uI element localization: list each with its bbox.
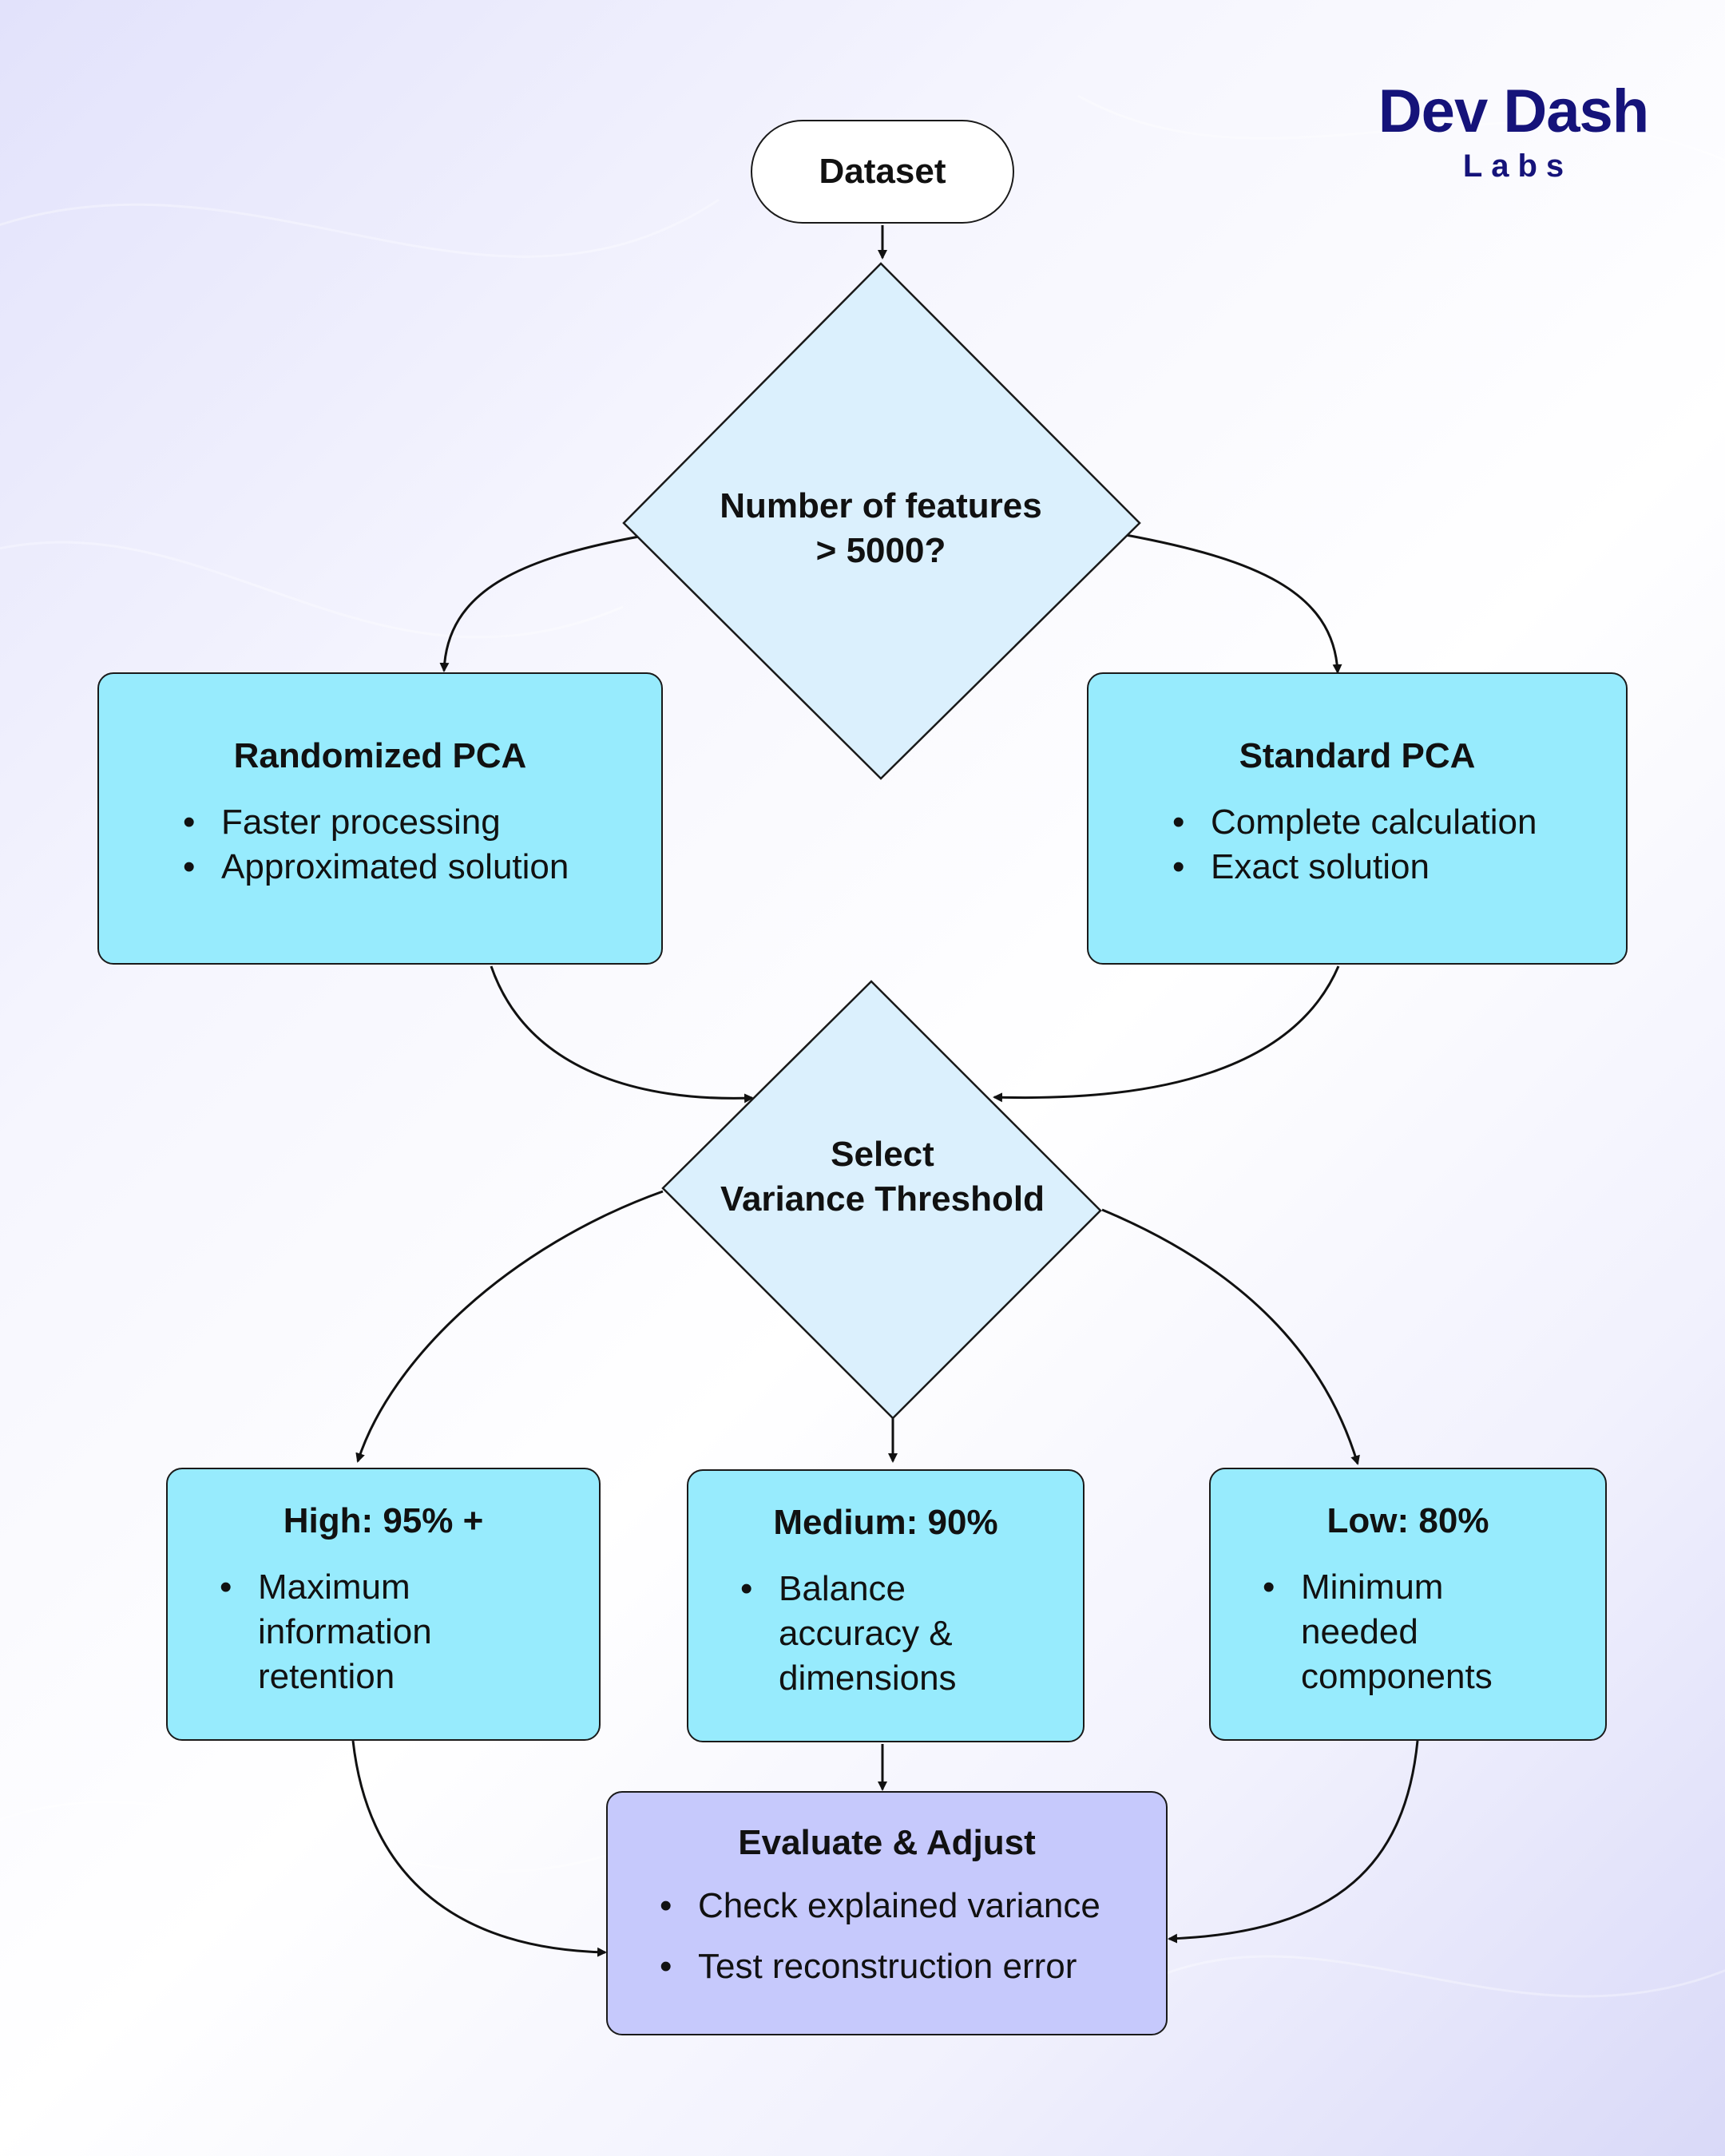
decision-diamond-variance xyxy=(661,980,1102,1420)
decision-label-line: Variance Threshold xyxy=(720,1179,1045,1219)
box-title: Standard PCA xyxy=(1239,736,1476,775)
decision-label-line: > 5000? xyxy=(815,530,946,570)
bullet-item: Maximum information retention xyxy=(220,1565,483,1699)
bullet-list: Check explained variance Test reconstruc… xyxy=(660,1884,1142,1989)
brand-name: Dev Dash xyxy=(1378,77,1649,145)
arrow-decision1-to-randomized xyxy=(439,535,640,672)
brand-logo: Dev Dash Labs xyxy=(1358,80,1669,184)
bullet-list: Complete calculation Exact solution xyxy=(1172,800,1602,890)
box-title: Randomized PCA xyxy=(233,736,527,775)
arrow-high-to-evaluate xyxy=(351,1740,607,1957)
arrow-randomized-to-decision2 xyxy=(490,965,754,1104)
process-box-randomized-pca: Randomized PCA Faster processing Approxi… xyxy=(97,672,663,965)
process-box-standard-pca: Standard PCA Complete calculation Exact … xyxy=(1087,672,1628,965)
final-box-evaluate-adjust: Evaluate & Adjust Check explained varian… xyxy=(606,1791,1168,2035)
bullet-item: Check explained variance xyxy=(660,1884,1142,1928)
bullet-item: Exact solution xyxy=(1172,845,1602,890)
box-title: Evaluate & Adjust xyxy=(738,1823,1036,1862)
decision-label-line: Number of features xyxy=(720,486,1042,525)
decision-diamond-features xyxy=(622,262,1141,780)
bullet-item: Test reconstruction error xyxy=(660,1944,1142,1989)
decision-label-features: Number of features > 5000? xyxy=(681,484,1081,573)
box-title: High: 95% + xyxy=(283,1501,484,1540)
bullet-item: Faster processing xyxy=(183,800,637,845)
bullet-list: Maximum information retention xyxy=(220,1565,483,1699)
arrow-low-to-evaluate xyxy=(1168,1740,1419,1944)
option-box-low: Low: 80% Minimum needed components xyxy=(1209,1468,1607,1741)
bullet-list: Balance accuracy & dimensions xyxy=(740,1567,980,1701)
start-node-dataset: Dataset xyxy=(751,120,1014,224)
arrow-decision2-to-low xyxy=(1101,1208,1360,1465)
bullet-item: Balance accuracy & dimensions xyxy=(740,1567,980,1701)
bullet-list: Minimum needed components xyxy=(1263,1565,1510,1699)
option-box-high: High: 95% + Maximum information retentio… xyxy=(166,1468,601,1741)
arrow-decision2-to-high xyxy=(355,1190,664,1463)
bullet-item: Complete calculation xyxy=(1172,800,1602,845)
arrow-decision1-to-standard xyxy=(1125,533,1342,674)
box-title: Medium: 90% xyxy=(773,1503,998,1542)
bullet-item: Minimum needed components xyxy=(1263,1565,1510,1699)
option-box-medium: Medium: 90% Balance accuracy & dimension… xyxy=(687,1469,1085,1742)
decision-label-variance: Select Variance Threshold xyxy=(683,1132,1082,1222)
decision-label-line: Select xyxy=(831,1135,934,1174)
bullet-list: Faster processing Approximated solution xyxy=(183,800,637,890)
arrow-standard-to-decision2 xyxy=(993,965,1340,1103)
brand-subtitle: Labs xyxy=(1462,148,1573,184)
bullet-item: Approximated solution xyxy=(183,845,637,890)
box-title: Low: 80% xyxy=(1326,1501,1489,1540)
